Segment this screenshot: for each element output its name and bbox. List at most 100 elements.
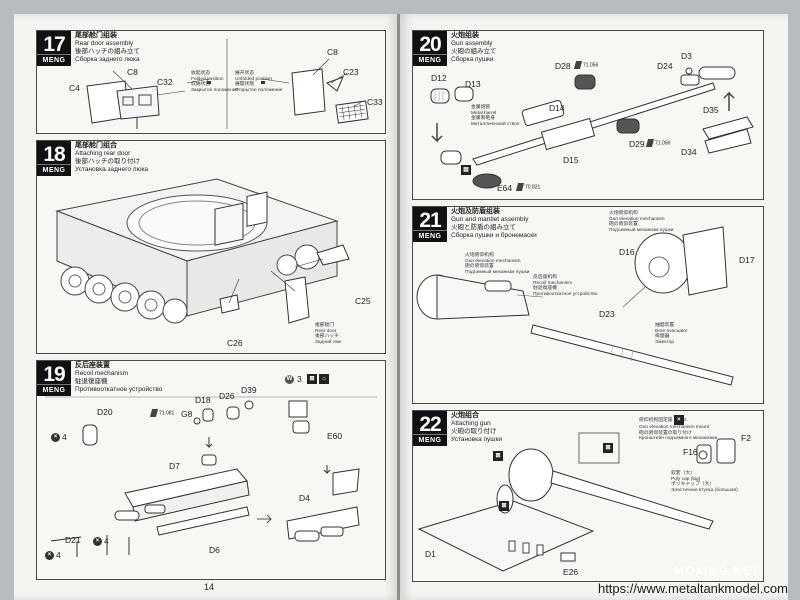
note-jp: 駐退復座機 [533,286,557,292]
part-label: D17 [739,255,755,265]
part-label: C8 [327,47,338,57]
step-titles: 火炮组装 Gun assembly 火砲の組み立て Сборка пушки [451,32,497,64]
step-titles: 火炮组合 Attaching gun 火砲の取り付け Установка пуш… [451,412,502,444]
part-label: C33 [367,97,383,107]
note-jp: 砲の俯仰装置 [609,222,638,228]
title-jp: 火砲の組み立て [451,48,497,55]
part-label: D35 [703,105,719,115]
part-label: F2 [741,433,751,443]
step-number: 17 [43,33,65,56]
note-jp: 排煙器 [655,334,670,340]
title-ru: Сборка пушки [451,56,494,63]
step-badge: 20 MENG [413,31,447,66]
part-label: C8 [127,67,138,77]
glue-icon: ⌂ [319,374,329,384]
title-jp: 駐退復座機 [75,378,108,385]
note-ru: Задний люк [315,339,342,345]
note-zh: 俯仰机构固定座 [639,418,673,423]
quantity-count: 2 [683,418,687,423]
part-label: C32 [157,77,173,87]
note-gun-elevation: 火炮俯仰机构 Gun elevation mechanism 砲の俯仰装置 По… [465,253,529,275]
part-label: D34 [681,147,697,157]
part-label: D3 [681,51,692,61]
note-ru: Противооткатное устройство [533,291,598,297]
note-elevation-mount: 俯仰机构固定座 ×2 Gun elevation mechanism mount… [639,415,717,442]
note-ru: Открытое положение [235,87,283,93]
hull-rear-diagram [55,178,350,324]
step-titles: 反后座装置 Recoil mechanism 駐退復座機 Противоотка… [75,362,162,394]
paint-code: 71.081 [149,409,175,417]
part-label: D39 [241,385,257,395]
note-en: Unfolded position [235,76,273,82]
note-en: Gun elevation mechanism mount [639,425,710,430]
part-label: D23 [599,309,615,319]
glue-icon: ⊠ [603,443,613,453]
gun-mantlet-diagram [416,226,734,386]
step-titles: 火炮及防盾组装 Gun and mantlet assembly 火砲と防盾の組… [451,208,537,240]
brand-logo: MENG [413,54,447,66]
part-label: D1 [425,549,436,559]
title-jp: 後部ハッチの取り付け [75,158,140,165]
part-label: D6 [209,545,220,555]
step-badge: 17 MENG [37,31,71,66]
note-jp: 収納状態 [191,82,211,88]
part-label: C4 [69,83,80,93]
note-zh: 展开状态 [235,71,255,76]
note-folded: 收起状态 Folded position 収納状態 Закрытое полож… [191,71,238,93]
part-label: D12 [431,73,447,83]
title-zh: 尾部舱门组装 [75,32,117,39]
part-label: D24 [657,61,673,71]
title-ru: Противооткатное устройство [75,386,163,393]
step-number: 20 [419,33,441,56]
note-ru: Эластичная втулка (большая) [671,487,738,493]
title-jp: 後部ハッチの組み立て [75,48,140,55]
step-22-panel: 22 MENG 火炮组合 Attaching gun 火砲の取り付け Устан… [412,410,764,582]
note-zh: 火炮俯仰机构 [465,253,494,258]
paint-number: 70.821 [525,184,541,191]
gun-assembly-diagram [430,66,754,189]
quantity-icon: × [45,551,54,560]
note-jp: ポリキャップ（大） [671,482,715,488]
spine [397,14,401,600]
quantity-icon: × [51,433,60,442]
paint-swatch-icon [515,183,525,191]
note-en: Bore evacuator [655,328,688,334]
step-badge: 19 MENG [37,361,71,396]
note-ru: Металлический ствол [471,121,520,127]
step-badge: 22 MENG [413,411,447,446]
part-label: F16 [683,447,698,457]
note-en: Recoil mechanism [533,280,573,286]
part-label: E26 [563,567,579,577]
note-ru: Подъемный механизм пушки [609,227,674,233]
title-zh: 尾部舱门组合 [75,142,117,149]
title-zh: 火炮及防盾组装 [451,208,500,215]
title-zh: 火炮组装 [451,32,479,39]
title-en: Gun assembly [451,40,493,47]
quantity-icon: × [93,537,102,546]
note-ru: Подъемный механизм пушки [465,269,530,275]
note-zh: 火炮俯仰机构 [609,211,638,216]
quantity-count: 4 [56,550,61,560]
note-en: Poly cap (big) [671,476,701,482]
note-en: Metal barrel [471,110,497,116]
brand-logo: MENG [37,54,71,66]
note-rear-door: 尾部舱门 Rear door 後部ハッチ Задний люк [315,323,341,345]
part-label: E60 [327,431,343,441]
part-label: D4 [299,493,310,503]
note-bore-evacuator: 抽烟装置 Bore evacuator 排煙器 Эжектор [655,323,688,345]
note-ru: Кронштейн подъемного механизма [639,436,718,442]
part-label: D14 [549,103,565,113]
title-en: Gun and mantlet assembly [451,216,529,223]
step-titles: 尾部舱门组合 Attaching rear door 後部ハッチの取り付け Ус… [75,142,148,174]
note-ru: Эжектор [655,339,675,345]
part-label: C25 [355,296,371,306]
brand-logo: MENG [413,434,447,446]
brand-logo: MENG [413,230,447,242]
title-en: Recoil mechanism [75,370,129,377]
step-number: 18 [43,143,65,166]
glue-icon: ⊠ [493,451,503,461]
brand-logo: MENG [37,164,71,176]
note-zh: 金属炮管 [471,105,491,110]
paint-number: 71.081 [159,410,175,417]
step-21-panel: 21 MENG 火炮及防盾组装 Gun and mantlet assembly… [412,206,764,404]
